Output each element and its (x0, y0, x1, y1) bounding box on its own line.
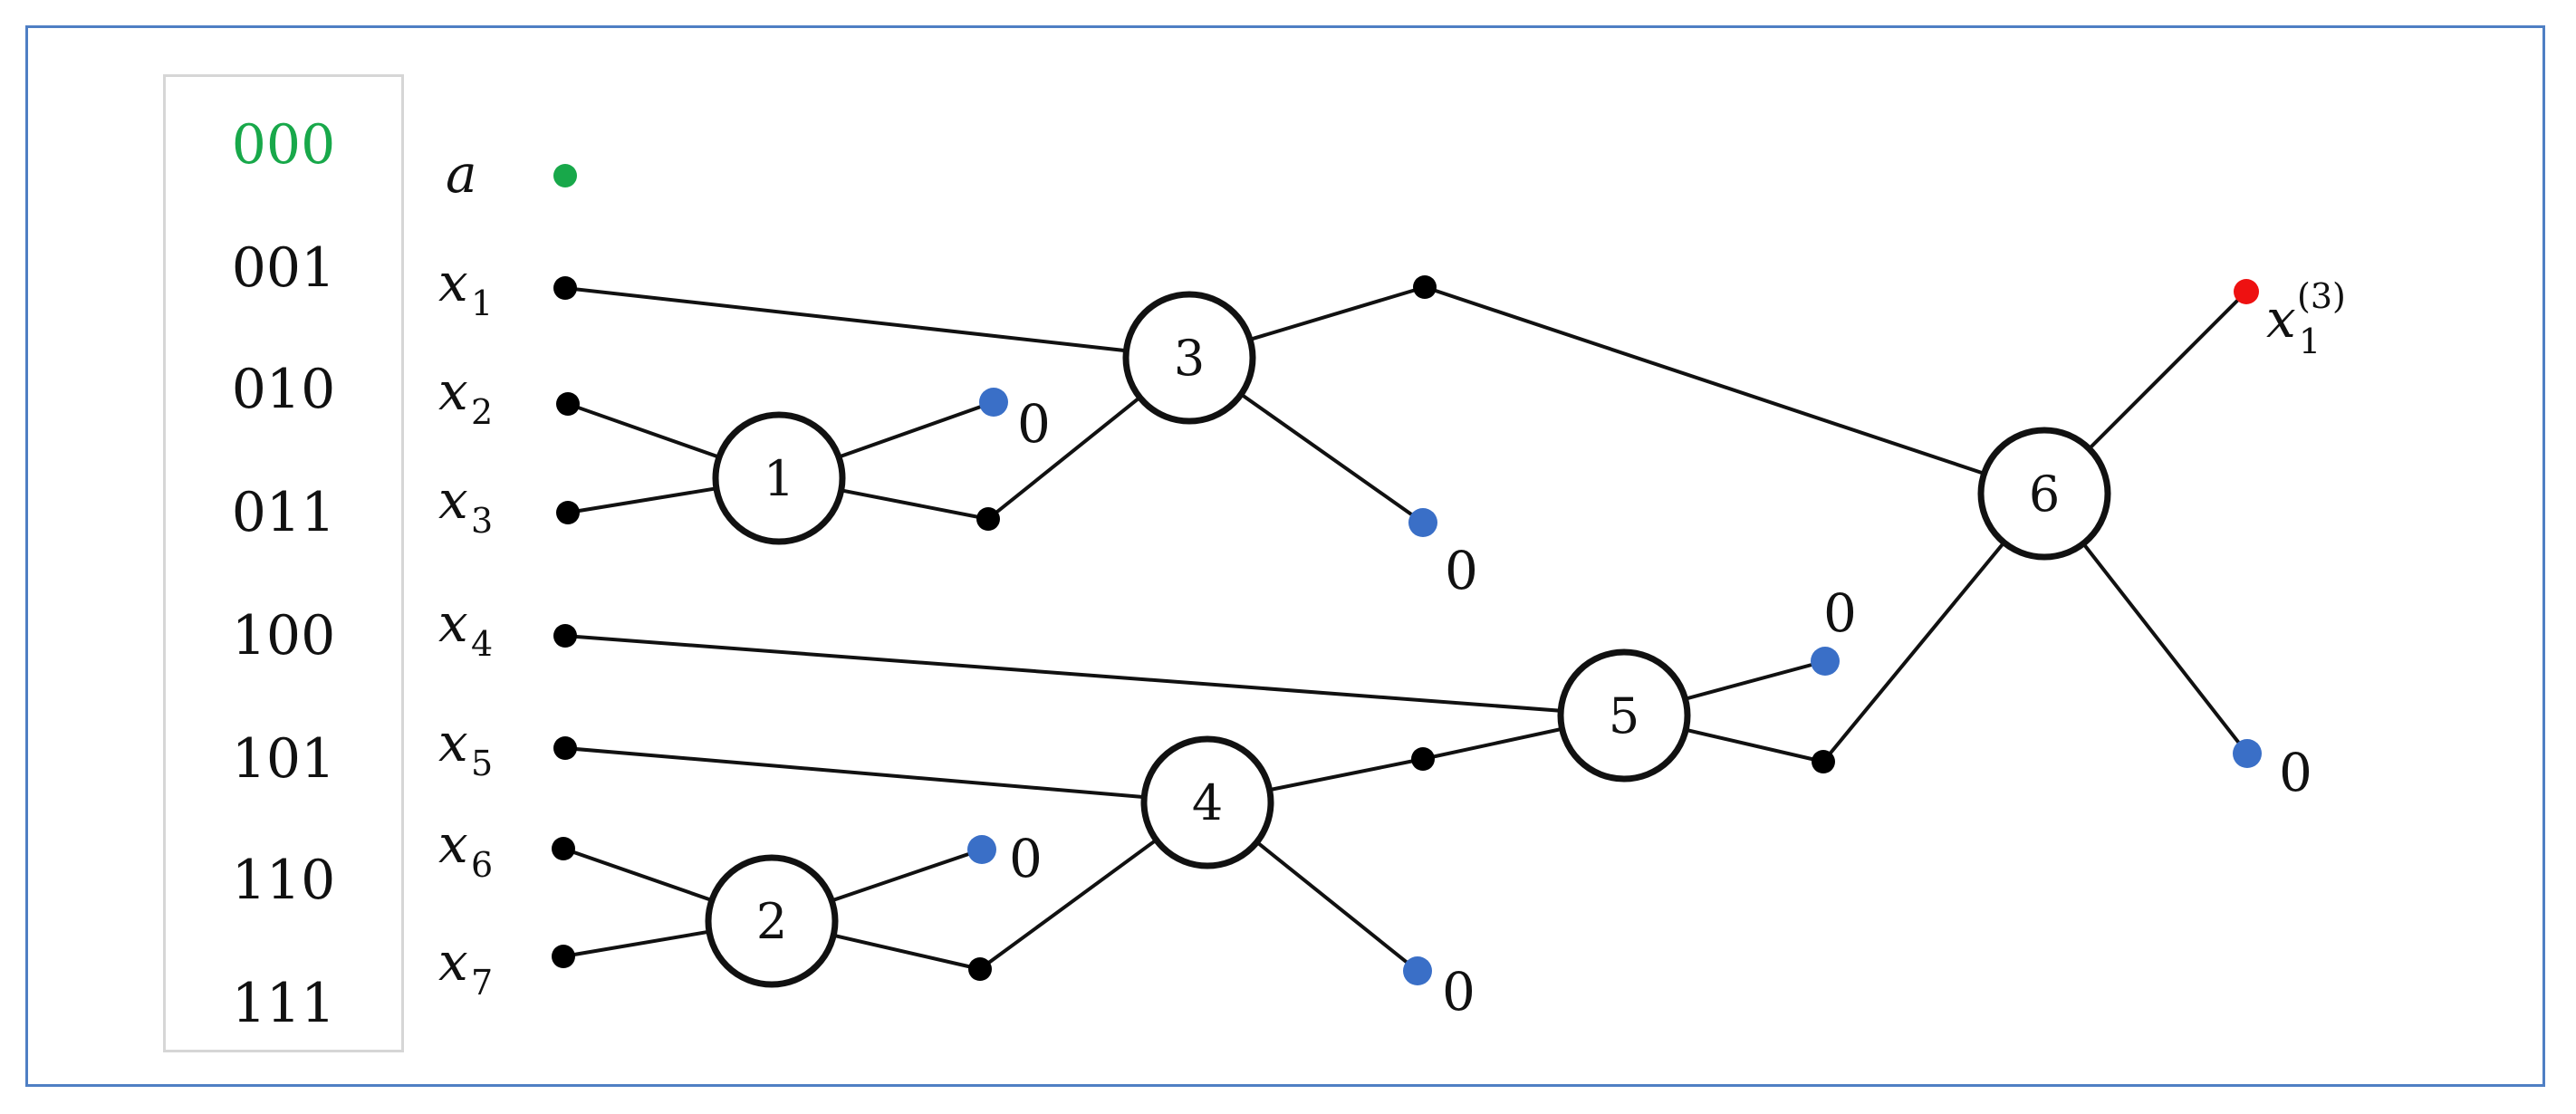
input-dot (556, 392, 580, 416)
junction-dot (1413, 275, 1437, 299)
input-dot (553, 276, 577, 300)
svg-text:x: x (438, 813, 468, 875)
input-dot (553, 624, 577, 648)
input-label-x1: x 1 (438, 252, 493, 323)
zero-dot (1811, 647, 1840, 676)
input-dot (552, 837, 575, 860)
zero-label: 0 (1009, 828, 1043, 889)
input-label-a: a (446, 143, 477, 205)
code-011: 011 (231, 481, 336, 544)
zero-dot (1403, 956, 1432, 985)
zero-dot (967, 835, 996, 864)
svg-text:x: x (438, 252, 468, 313)
gate-node-5 (1557, 648, 1691, 783)
svg-text:6: 6 (471, 845, 493, 885)
zero-dot (979, 388, 1008, 417)
code-100: 100 (231, 604, 336, 667)
zero-label: 0 (1442, 961, 1475, 1023)
edge (564, 746, 1208, 804)
gate-label: 4 (1192, 774, 1223, 831)
gate-label: 1 (764, 450, 794, 507)
gate-node-4 (1140, 735, 1274, 869)
edges (562, 285, 2249, 973)
svg-text:4: 4 (471, 624, 493, 664)
input-label-x4: x 4 (438, 592, 493, 664)
input-dot (553, 736, 577, 760)
zero-label: 0 (2279, 742, 2312, 803)
code-101: 101 (231, 727, 336, 791)
input-label-x7: x 7 (438, 931, 493, 1003)
code-010: 010 (231, 358, 336, 421)
edge (564, 634, 1625, 717)
zero-label: 0 (1017, 393, 1051, 455)
input-label-x2: x 2 (438, 360, 493, 432)
svg-text:(3): (3) (2297, 276, 2346, 316)
code-110: 110 (231, 849, 336, 912)
edge (564, 286, 1190, 360)
zero-label: 0 (1823, 582, 1857, 644)
svg-text:x: x (438, 360, 468, 422)
binary-code-table (163, 74, 404, 1052)
svg-text:x: x (438, 592, 468, 654)
svg-text:x: x (438, 469, 468, 531)
code-001: 001 (231, 236, 336, 300)
zero-dot (2233, 739, 2262, 768)
svg-text:2: 2 (471, 392, 493, 432)
input-label-x3: x 3 (438, 469, 493, 541)
input-dot (556, 501, 580, 524)
input-dot (552, 945, 575, 968)
svg-text:1: 1 (2299, 322, 2321, 361)
output-dot (2234, 279, 2259, 304)
gate-label: 6 (2029, 466, 2060, 523)
gate-label: 3 (1174, 330, 1205, 387)
junction-dot (1411, 747, 1435, 771)
gate-node-1 (712, 411, 846, 545)
edge (1424, 285, 2045, 495)
junction-dot (976, 507, 1000, 531)
ancilla-dot (553, 164, 577, 187)
svg-text:5: 5 (471, 744, 493, 783)
svg-text:1: 1 (471, 283, 493, 323)
svg-text:x: x (438, 712, 468, 773)
svg-text:7: 7 (471, 963, 493, 1003)
gate-label: 2 (756, 893, 787, 950)
junction-dot (968, 957, 992, 981)
svg-text:x: x (2266, 288, 2296, 350)
gate-node-3 (1122, 291, 1256, 425)
svg-text:x: x (438, 931, 468, 993)
gate-label: 5 (1609, 687, 1639, 744)
gate-node-2 (705, 854, 839, 988)
zero-label: 0 (1445, 540, 1478, 601)
zero-dot (1408, 508, 1437, 537)
input-label-x6: x 6 (438, 813, 493, 885)
svg-text:3: 3 (471, 501, 493, 541)
junction-dot (1812, 750, 1835, 773)
input-label-x5: x 5 (438, 712, 493, 783)
diagram-frame (25, 25, 2545, 1087)
code-111: 111 (231, 972, 336, 1035)
code-000: 000 (231, 113, 336, 177)
gate-node-6 (1977, 427, 2111, 561)
output-label: x 1 (3) (2266, 276, 2346, 361)
